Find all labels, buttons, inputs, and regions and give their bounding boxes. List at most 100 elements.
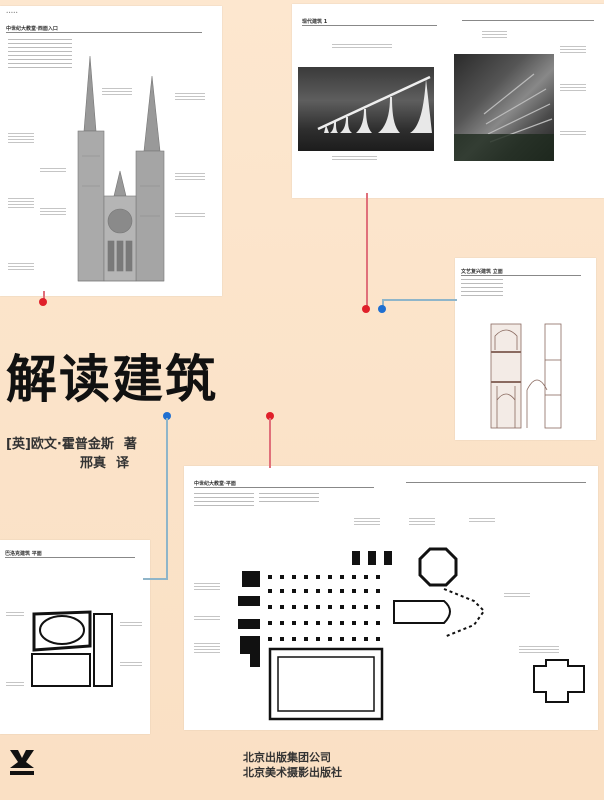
plan-column-mark — [280, 605, 284, 609]
plan-column-mark — [268, 589, 272, 593]
plan-column-mark — [292, 605, 296, 609]
page-body-text — [194, 490, 254, 509]
plan-column-mark — [280, 589, 284, 593]
connector-line — [382, 299, 384, 307]
plan-column-mark — [280, 621, 284, 625]
annotation — [40, 206, 66, 217]
plan-column-mark — [268, 575, 272, 579]
author-role: 著 — [123, 437, 137, 452]
annotation — [194, 641, 220, 655]
annotation — [194, 614, 220, 622]
connector-line — [383, 299, 457, 301]
plan-column-mark — [340, 637, 344, 641]
plan-column-mark — [268, 637, 272, 641]
annotation — [332, 42, 392, 50]
red-marker-dot — [362, 305, 370, 313]
publisher-block: 北京出版集团公司 北京美术摄影出版社 — [243, 750, 342, 780]
plan-column-mark — [364, 589, 368, 593]
annotation — [354, 516, 380, 527]
page-section-title: 现代建筑 1 — [302, 18, 437, 26]
plan-column-mark — [352, 589, 356, 593]
plan-column-mark — [340, 575, 344, 579]
annotation — [102, 86, 132, 97]
plan-column-mark — [328, 605, 332, 609]
annotation — [175, 211, 205, 219]
annotation — [560, 129, 586, 137]
page-preview-cathedral-plan: 中世纪大教堂·平面 — [184, 466, 598, 730]
translator-credit: 邢真译 — [80, 452, 129, 471]
plan-column-mark — [376, 621, 380, 625]
plan-column-mark — [340, 589, 344, 593]
annotation — [469, 516, 495, 524]
author-name: [英]欧文·霍普金斯 — [6, 437, 114, 452]
plan-column-mark — [352, 575, 356, 579]
modernist-building-photo — [454, 54, 554, 161]
author-credit: [英]欧文·霍普金斯著 — [6, 433, 137, 452]
page-header-label: ••••• — [6, 10, 18, 15]
red-marker-dot — [39, 298, 47, 306]
connector-line — [269, 418, 271, 468]
divider — [406, 482, 586, 483]
publisher-k-logo-icon — [10, 750, 34, 775]
plan-column-mark — [364, 621, 368, 625]
plan-column-mark — [328, 637, 332, 641]
plan-column-mark — [340, 621, 344, 625]
annotation — [409, 516, 435, 527]
cathedral-facade-drawing — [77, 56, 165, 282]
annotation — [560, 82, 586, 93]
annotation — [8, 131, 34, 145]
building-floor-plan — [31, 610, 113, 687]
plan-column-mark — [292, 589, 296, 593]
divider — [462, 20, 594, 21]
page-section-title: 中世纪大教堂·西面入口 — [6, 25, 202, 33]
plan-column-mark — [280, 575, 284, 579]
translator-role: 译 — [116, 456, 130, 471]
page-section-title: 中世纪大教堂·平面 — [194, 480, 374, 488]
plan-column-mark — [316, 575, 320, 579]
annotation — [560, 44, 586, 55]
arcade-elevation-drawing — [490, 323, 562, 429]
page-body-text — [8, 36, 72, 71]
plan-column-mark — [364, 637, 368, 641]
plan-column-mark — [304, 637, 308, 641]
blue-marker-dot — [163, 412, 171, 420]
plan-column-mark — [316, 637, 320, 641]
plan-column-mark — [316, 589, 320, 593]
publisher-name: 北京美术摄影出版社 — [243, 766, 342, 779]
annotation — [120, 620, 142, 628]
red-marker-dot — [266, 412, 274, 420]
annotation — [6, 610, 24, 618]
plan-column-mark — [376, 575, 380, 579]
plan-column-mark — [328, 575, 332, 579]
connector-line — [366, 193, 368, 306]
plan-column-mark — [292, 575, 296, 579]
connector-line — [166, 418, 168, 580]
annotation — [8, 261, 34, 272]
plan-column-mark — [328, 589, 332, 593]
annotation — [40, 166, 66, 174]
annotation — [519, 644, 559, 655]
plan-column-mark — [364, 575, 368, 579]
connector-line — [143, 578, 168, 580]
small-church-plan — [533, 659, 585, 703]
annotation — [8, 196, 34, 210]
blue-marker-dot — [378, 305, 386, 313]
plan-column-mark — [304, 621, 308, 625]
annotation — [175, 171, 205, 182]
plan-column-mark — [376, 605, 380, 609]
plan-column-mark — [304, 575, 308, 579]
plan-column-mark — [304, 589, 308, 593]
annotation — [6, 680, 24, 688]
plan-column-mark — [268, 621, 272, 625]
page-body-text — [259, 490, 319, 505]
plan-column-mark — [292, 621, 296, 625]
plan-column-mark — [376, 589, 380, 593]
plan-column-mark — [352, 605, 356, 609]
page-body-text — [461, 276, 503, 299]
annotation — [175, 91, 205, 102]
annotation — [504, 591, 530, 599]
plan-column-mark — [292, 637, 296, 641]
book-title: 解读建筑 — [6, 351, 219, 410]
plan-column-mark — [340, 605, 344, 609]
